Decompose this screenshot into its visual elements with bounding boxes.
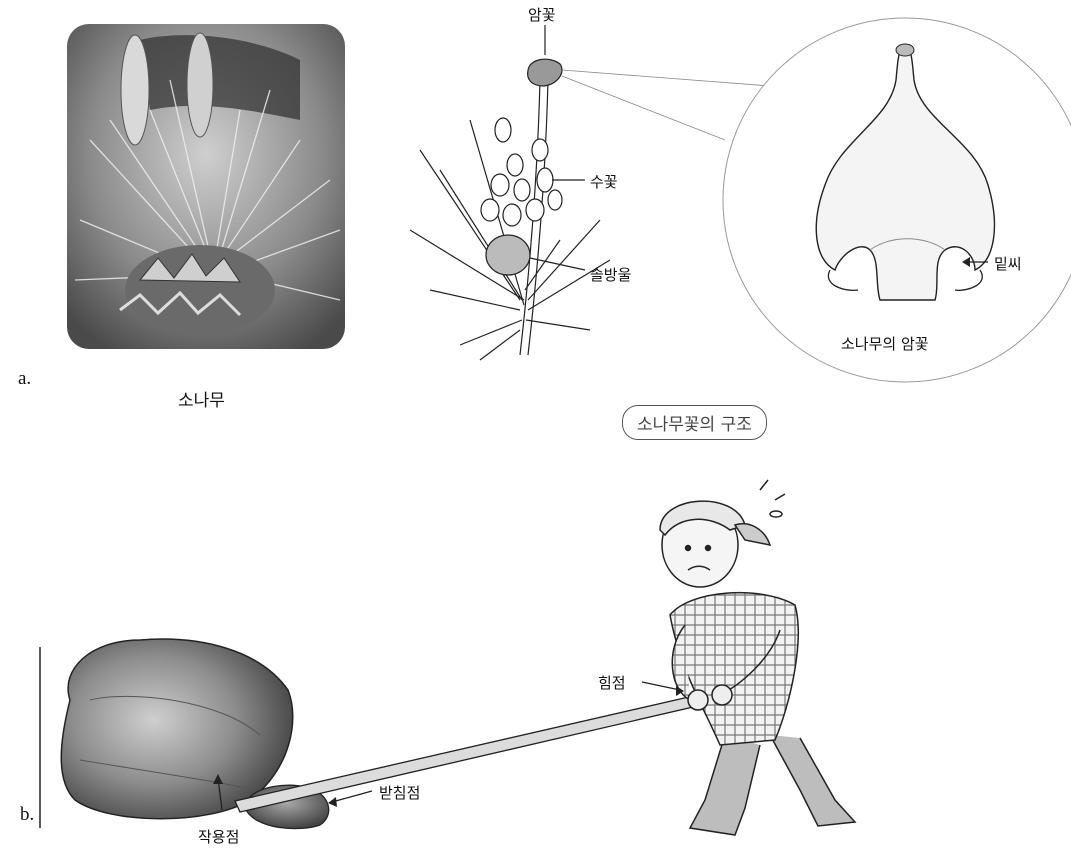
pine-branch-drawing	[410, 25, 770, 360]
label-load-point: 작용점	[198, 826, 239, 847]
lever-illustration	[40, 480, 855, 835]
label-female-flower: 암꽃	[528, 4, 556, 25]
pine-photo	[67, 24, 345, 349]
female-flower-magnified	[723, 18, 1071, 382]
label-effort-point: 힘점	[598, 672, 626, 693]
panel-letter-b: b.	[20, 804, 34, 826]
label-ovule: 밑씨	[994, 253, 1022, 274]
label-female-flower-detail: 소나무의 암꽃	[841, 333, 929, 354]
diagram-title: 소나무꽃의 구조	[622, 405, 767, 440]
photo-caption: 소나무	[178, 386, 225, 411]
label-fulcrum: 받침점	[379, 782, 420, 803]
label-pine-cone: 솔방울	[590, 264, 631, 285]
label-male-flower: 수꽃	[590, 171, 618, 192]
panel-letter-a: a.	[18, 368, 31, 390]
